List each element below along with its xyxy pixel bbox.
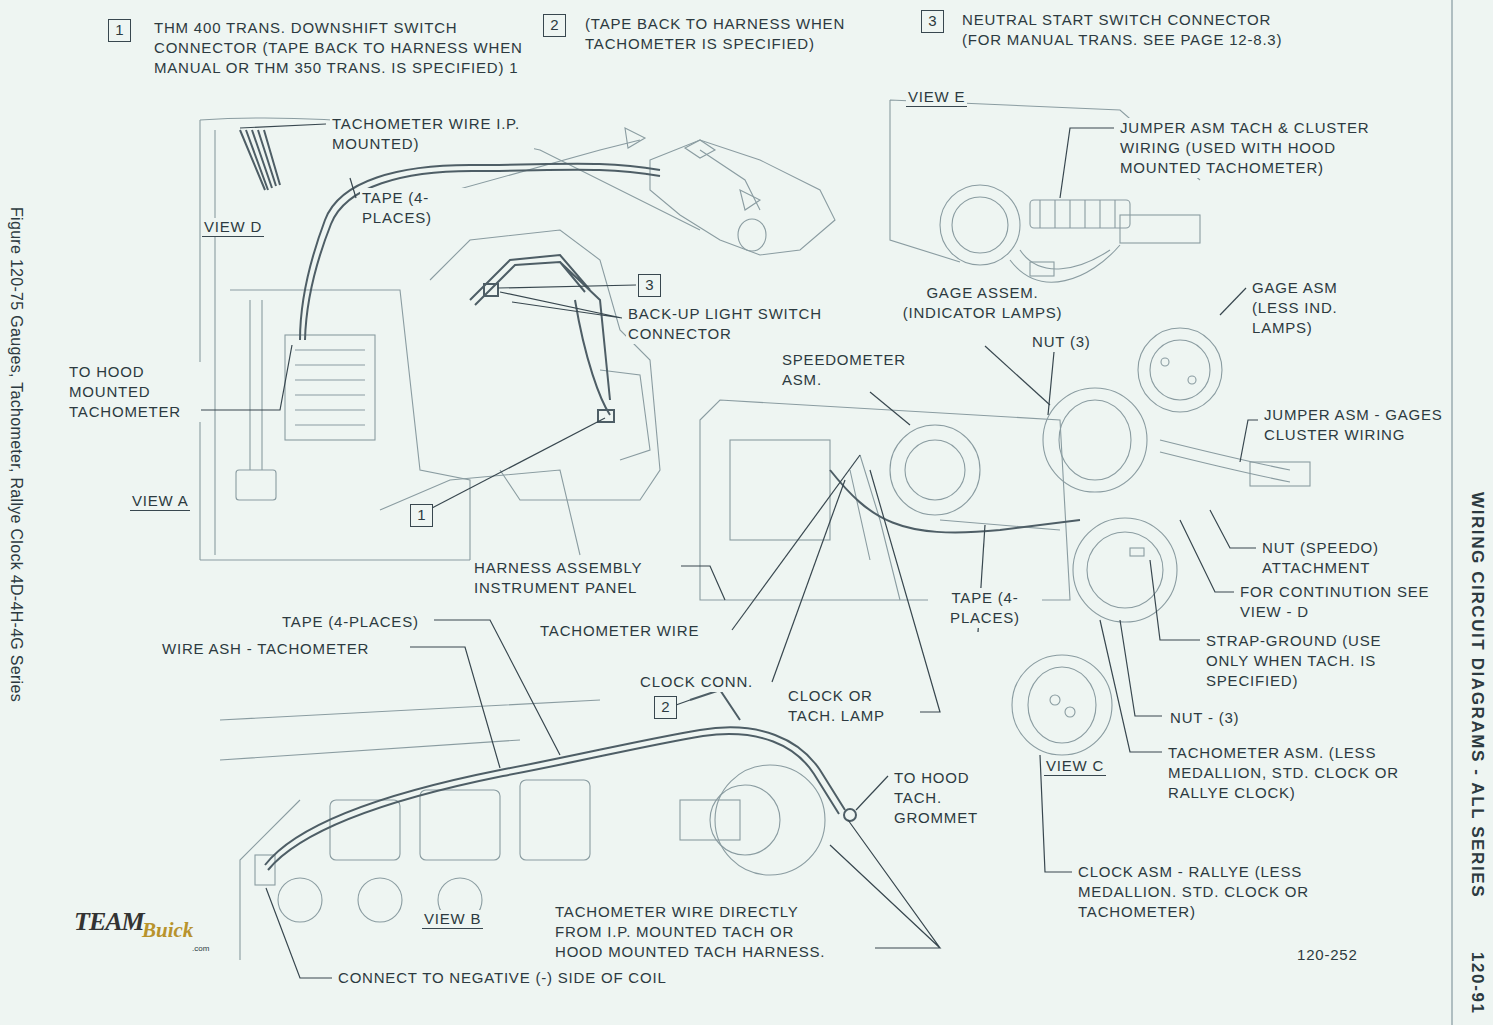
part-label: BACK-UP LIGHT SWITCH CONNECTOR — [626, 304, 830, 344]
watermark: .com — [190, 944, 211, 953]
callout-text: 2 — [550, 15, 558, 34]
view-label: VIEW D — [202, 218, 264, 237]
callout-number: 3 — [638, 274, 661, 297]
part-label: TO HOOD TACH. GROMMET — [892, 768, 1006, 828]
figure-caption: Figure 120-75 Gauges, Tachometer, Rallye… — [6, 205, 26, 704]
callout-text: 3 — [645, 275, 653, 294]
part-label: CLOCK OR TACH. LAMP — [786, 686, 920, 726]
tape-label: TAPE (4-PLACES) — [280, 612, 421, 632]
part-label: GAGE ASM (LESS IND. LAMPS) — [1250, 278, 1384, 338]
note-text: NEUTRAL START SWITCH CONNECTOR (FOR MANU… — [960, 10, 1314, 50]
callout-text: 2 — [661, 697, 669, 716]
callout-number: 2 — [543, 14, 566, 37]
callout-number: 3 — [921, 10, 944, 33]
callout-number: 2 — [654, 696, 677, 719]
drawing-number: 120-252 — [1295, 945, 1360, 965]
watermark: TEAM — [72, 912, 146, 932]
callout-text: 1 — [115, 20, 123, 39]
part-label: GAGE ASSEM. (INDICATOR LAMPS) — [888, 283, 1077, 323]
callout-number: 1 — [108, 19, 131, 42]
view-label: VIEW A — [130, 492, 190, 511]
part-label: CLOCK CONN. — [638, 672, 755, 692]
note-text: FOR CONTINUTION SEE VIEW - D — [1238, 582, 1437, 622]
part-label: WIRE ASH - TACHOMETER — [160, 639, 371, 659]
page-heading: WIRING CIRCUIT DIAGRAMS - ALL SERIES — [1467, 490, 1487, 900]
note-text: STRAP-GROUND (USE ONLY WHEN TACH. IS SPE… — [1204, 631, 1393, 691]
view-label: VIEW B — [422, 910, 483, 929]
part-label: NUT (3) — [1030, 332, 1093, 352]
part-label: NUT - (3) — [1168, 708, 1241, 728]
note-text: TACHOMETER WIRE DIRECTLY FROM I.P. MOUNT… — [553, 902, 847, 962]
part-label: TACHOMETER ASM. (LESS MEDALLION, STD. CL… — [1166, 743, 1420, 803]
part-label: SPEEDOMETER ASM. — [780, 350, 924, 390]
callout-text: 1 — [417, 505, 425, 524]
part-label: HARNESS ASSEMBLY INSTRUMENT PANEL — [472, 558, 681, 598]
part-label: TACHOMETER WIRE — [538, 621, 701, 641]
watermark: Buick — [140, 920, 195, 940]
page-number: 120-91 — [1467, 950, 1487, 1017]
view-label: VIEW C — [1044, 757, 1106, 776]
callout-number: 1 — [410, 504, 433, 527]
note-text: (TAPE BACK TO HARNESS WHEN TACHOMETER IS… — [583, 14, 897, 54]
part-label: JUMPER ASM TACH & CLUSTER WIRING (USED W… — [1118, 118, 1402, 178]
note-text: CONNECT TO NEGATIVE (-) SIDE OF COIL — [336, 968, 669, 988]
part-label: TO HOOD MOUNTED TACHOMETER — [67, 362, 201, 422]
part-label: CLOCK ASM - RALLYE (LESS MEDALLION. STD.… — [1076, 862, 1320, 922]
callout-text: 3 — [928, 11, 936, 30]
tape-label: TAPE (4-PLACES) — [360, 188, 474, 228]
part-label: JUMPER ASM - GAGES CLUSTER WIRING — [1262, 405, 1446, 445]
note-text: THM 400 TRANS. DOWNSHIFT SWITCH CONNECTO… — [152, 18, 528, 78]
part-label: NUT (SPEEDO) ATTACHMENT — [1260, 538, 1444, 578]
view-label: VIEW E — [906, 88, 967, 107]
part-label: TACHOMETER WIRE I.P. MOUNTED) — [330, 114, 534, 154]
tape-label: TAPE (4-PLACES) — [928, 588, 1042, 628]
